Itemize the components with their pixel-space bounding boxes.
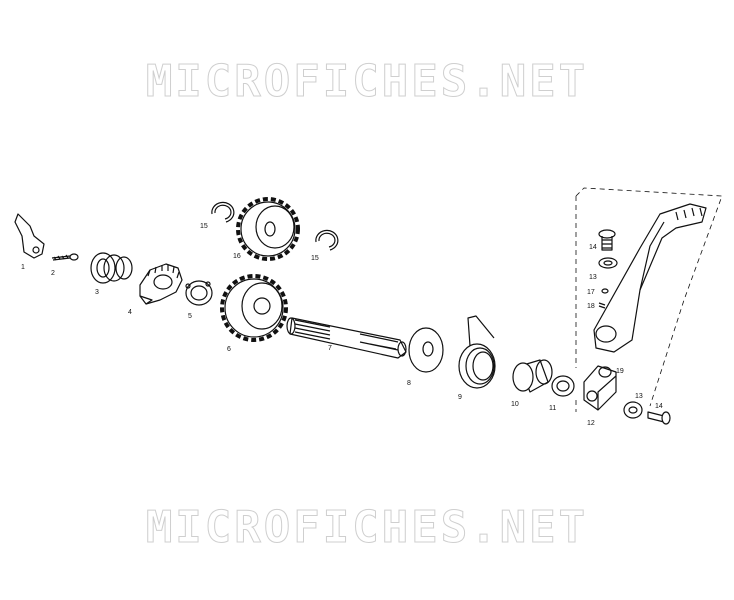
label-part-9: 9 [458, 394, 462, 401]
label-part-13-upper: 13 [589, 274, 597, 281]
assembly-boundary [575, 187, 723, 412]
label-part-15-left: 15 [200, 223, 208, 230]
part-5-circlip [185, 280, 213, 306]
label-part-11: 11 [549, 405, 557, 412]
part-18-screw [598, 302, 606, 309]
label-part-10: 10 [511, 401, 519, 408]
part-16-gear [236, 197, 300, 261]
part-10-bush [512, 359, 553, 393]
part-4-ratchet [139, 263, 183, 305]
label-part-3: 3 [95, 289, 99, 296]
label-part-4: 4 [128, 309, 132, 316]
label-part-19: 19 [616, 368, 624, 375]
label-part-14-lower: 14 [655, 403, 663, 410]
part-9-torsion-spring [458, 315, 496, 389]
part-7-shaft [286, 317, 407, 359]
part-17-pin [601, 288, 609, 294]
kickstart-lever [593, 203, 707, 353]
label-part-17: 17 [587, 289, 595, 296]
label-part-18: 18 [587, 303, 595, 310]
label-part-12: 12 [587, 420, 595, 427]
part-14-bolt-lower [647, 411, 671, 425]
label-part-8: 8 [407, 380, 411, 387]
part-13-washer-lower [623, 401, 643, 419]
label-part-16: 16 [233, 253, 241, 260]
part-11-ring [551, 375, 575, 397]
part-13-washer-upper [598, 257, 618, 269]
label-part-1: 1 [21, 264, 25, 271]
label-part-2: 2 [51, 270, 55, 277]
label-part-6: 6 [227, 346, 231, 353]
part-14-bolt-upper [598, 229, 616, 251]
part-1-bracket [14, 213, 45, 259]
label-part-15-right: 15 [311, 255, 319, 262]
part-2-screw [51, 253, 79, 261]
part-15-clip-left [211, 201, 235, 223]
label-part-5: 5 [188, 313, 192, 320]
label-part-13-lower: 13 [635, 393, 643, 400]
watermark-bottom: MICROFICHES.NET [145, 502, 589, 554]
part-3-spring [90, 252, 133, 284]
watermark-top: MICROFICHES.NET [145, 56, 589, 108]
label-part-7: 7 [328, 345, 332, 352]
part-6-gear [220, 274, 288, 342]
label-part-14-upper: 14 [589, 244, 597, 251]
part-8-washer [408, 327, 444, 373]
part-12-clamp-block [583, 365, 617, 411]
part-15-clip-right [315, 229, 339, 251]
